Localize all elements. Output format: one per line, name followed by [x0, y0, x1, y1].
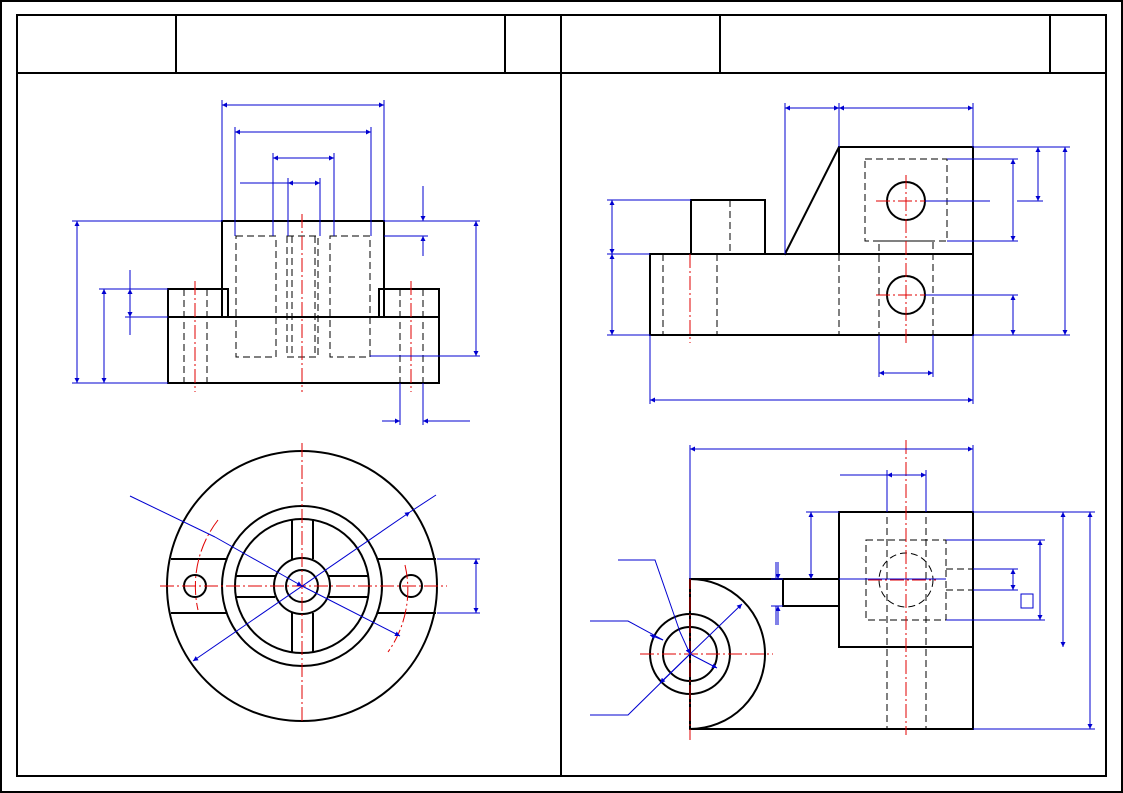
title-block	[17, 15, 1106, 74]
extension-line	[590, 653, 691, 716]
outline	[688, 577, 766, 731]
extension-line	[409, 494, 437, 513]
hidden-line	[946, 568, 973, 591]
top-view-right-part	[590, 440, 1095, 740]
outline	[167, 316, 440, 384]
top-view-left-part	[129, 443, 480, 722]
outline	[167, 288, 229, 318]
outline	[690, 199, 766, 255]
dimension-line	[192, 511, 411, 662]
hidden-line	[329, 235, 371, 358]
front-view-right-part	[607, 103, 1070, 404]
outline	[782, 578, 840, 607]
outline	[378, 288, 440, 318]
leader-line	[679, 631, 691, 655]
extension-line	[590, 620, 664, 641]
dimension-line	[659, 603, 743, 684]
extension-line	[129, 495, 216, 538]
hidden-line	[235, 235, 277, 358]
leader-line	[689, 653, 718, 669]
leader-line	[301, 585, 401, 637]
front-view-left-part	[72, 100, 480, 425]
square-symbol	[1020, 593, 1034, 609]
outline	[221, 220, 385, 318]
